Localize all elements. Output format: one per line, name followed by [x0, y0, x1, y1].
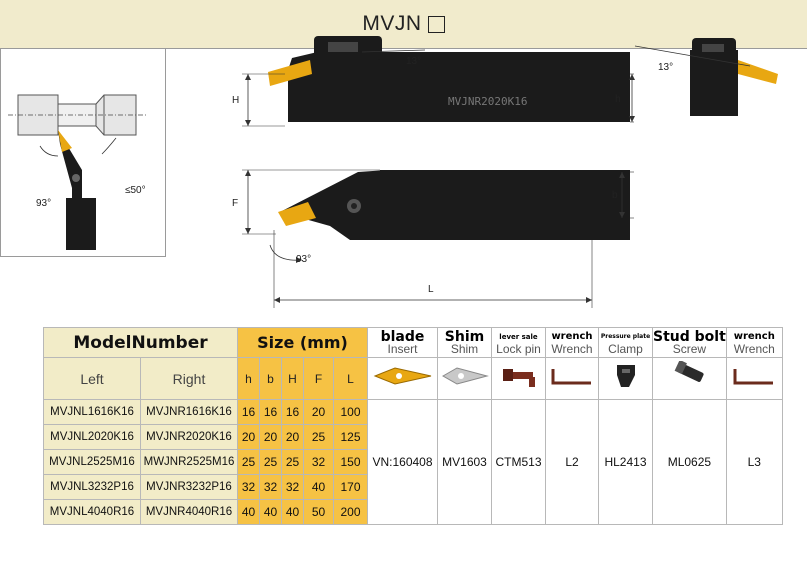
dim-b-label: b	[612, 190, 618, 201]
size-H: 40	[281, 499, 304, 525]
size-L: 100	[333, 399, 368, 425]
right-model: MVJNR1616K16	[140, 399, 238, 425]
col-b-header: b	[259, 357, 282, 400]
tool-diagram: MVJNR2020K16 13° H h 13° F b 93° L	[232, 36, 778, 308]
size-b: 16	[259, 399, 282, 425]
size-header: Size (mm)	[237, 327, 368, 358]
checkbox-square-icon	[427, 15, 445, 33]
size-H: 25	[281, 449, 304, 475]
part-wrench: L2	[545, 399, 599, 525]
size-b: 32	[259, 474, 282, 500]
table-row: MVJNL2020K16 MVJNR2020K16 20 20 20 25 12…	[43, 424, 783, 450]
right-header: Right	[140, 357, 238, 400]
right-model: MVJNR4040R16	[140, 499, 238, 525]
size-L: 150	[333, 449, 368, 475]
size-h: 40	[237, 499, 260, 525]
wrench-icon	[545, 357, 599, 400]
tool-marking: MVJNR2020K16	[448, 95, 527, 108]
table-row: MVJNL3232P16 MVJNR3232P16 32 32 32 40 17…	[43, 474, 783, 500]
col-L-header: L	[333, 357, 368, 400]
size-h: 16	[237, 399, 260, 425]
model-title-text: MVJN	[362, 12, 422, 35]
part-clamp: HL2413	[598, 399, 653, 525]
left-model: MVJNL4040R16	[43, 499, 141, 525]
right-model: MWJNR2525M16	[140, 449, 238, 475]
screw-icon	[652, 357, 727, 400]
dim-F-label: F	[232, 198, 238, 209]
col-H-header: H	[281, 357, 304, 400]
right-model: MVJNR2020K16	[140, 424, 238, 450]
table-row: MVJNL2525M16 MWJNR2525M16 25 25 25 32 15…	[43, 449, 783, 475]
toolholder-schematic: 93° ≤50°	[8, 94, 146, 250]
size-h: 32	[237, 474, 260, 500]
wrench-icon	[725, 357, 783, 400]
model-number-header: ModelNumber	[43, 327, 238, 358]
insert-icon	[367, 357, 438, 400]
size-L: 125	[333, 424, 368, 450]
part-wrench-2: L3	[725, 399, 783, 525]
right-model: MVJNR3232P16	[140, 474, 238, 500]
size-F: 25	[303, 424, 334, 450]
angle-50-label: ≤50°	[125, 185, 146, 196]
size-F: 50	[303, 499, 334, 525]
col-h-header: h	[237, 357, 260, 400]
size-H: 32	[281, 474, 304, 500]
model-box: MVJN 93° ≤50°	[0, 0, 807, 257]
dim-L-label: L	[428, 284, 434, 295]
left-model: MVJNL2525M16	[43, 449, 141, 475]
left-header: Left	[43, 357, 141, 400]
part-shim: MV1603	[437, 399, 492, 525]
left-model: MVJNL3232P16	[43, 474, 141, 500]
dim-h-label: h	[615, 94, 621, 105]
size-h: 20	[237, 424, 260, 450]
clamp-icon	[598, 357, 653, 400]
part-screw: ML0625	[652, 399, 727, 525]
end-angle-label: 13°	[658, 62, 673, 73]
model-title: MVJN	[0, 0, 807, 49]
left-model: MVJNL1616K16	[43, 399, 141, 425]
size-b: 25	[259, 449, 282, 475]
lock-pin-icon	[491, 357, 546, 400]
left-model: MVJNL2020K16	[43, 424, 141, 450]
size-H: 16	[281, 399, 304, 425]
table-row: MVJNL1616K16 MVJNR1616K16 16 16 16 20 10…	[43, 399, 783, 525]
table-row: MVJNL4040R16 MVJNR4040R16 40 40 40 50 20…	[43, 499, 783, 525]
dim-H-label: H	[232, 95, 239, 106]
size-L: 200	[333, 499, 368, 525]
angle-93-label: 93°	[36, 198, 51, 209]
part-insert: VN:160408	[367, 399, 438, 525]
size-F: 32	[303, 449, 334, 475]
size-b: 40	[259, 499, 282, 525]
side-angle-label: 13°	[406, 56, 421, 67]
size-F: 40	[303, 474, 334, 500]
shim-icon	[437, 357, 492, 400]
col-F-header: F	[303, 357, 334, 400]
size-H: 20	[281, 424, 304, 450]
approach-angle-label: 93°	[296, 254, 311, 265]
size-F: 20	[303, 399, 334, 425]
size-h: 25	[237, 449, 260, 475]
part-lock-pin: CTM513	[491, 399, 546, 525]
size-L: 170	[333, 474, 368, 500]
size-b: 20	[259, 424, 282, 450]
